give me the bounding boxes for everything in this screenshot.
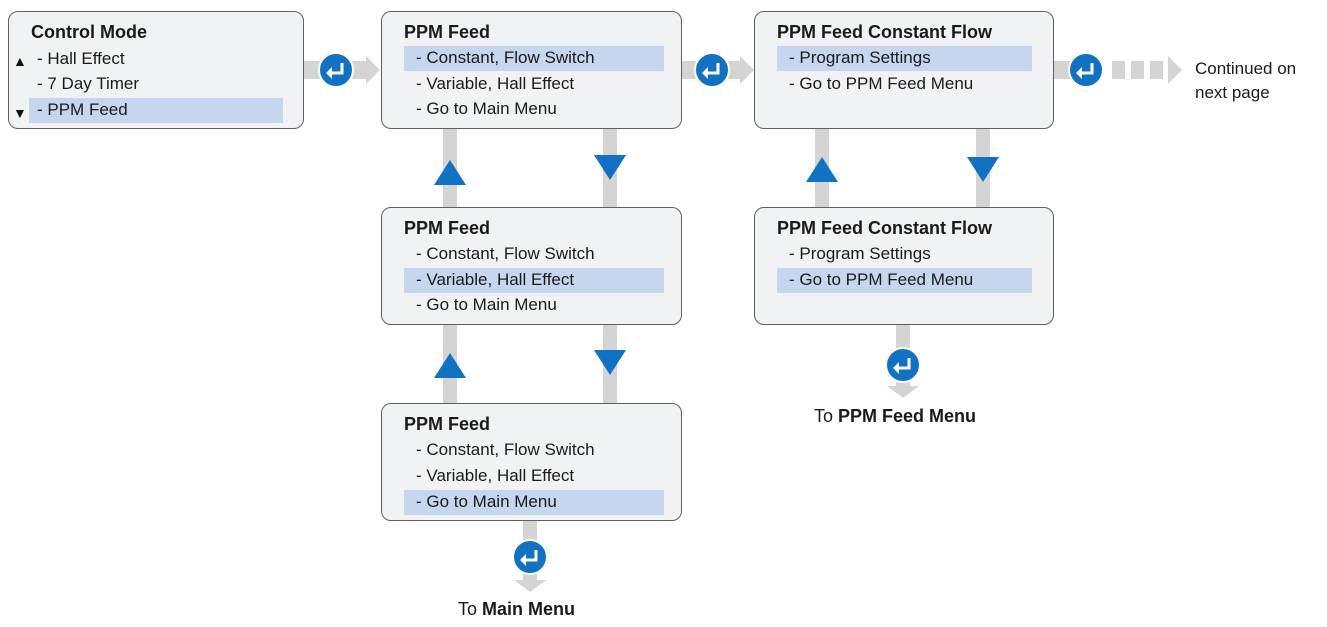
constant-flow-title: PPM Feed Constant Flow bbox=[777, 22, 993, 42]
ppm-feed-menu-main-menu-selected: PPM Feed - Constant, Flow Switch - Varia… bbox=[381, 403, 682, 521]
menu-item-hall-effect: - Hall Effect bbox=[37, 49, 125, 68]
caption-main-menu: Main Menu bbox=[482, 599, 576, 619]
selection-highlight bbox=[777, 46, 1032, 71]
ppm-feed-menu-constant-selected: PPM Feed - Constant, Flow Switch - Varia… bbox=[381, 11, 682, 129]
up-arrow-icon bbox=[806, 157, 838, 182]
ppm-feed-menu-variable-selected: PPM Feed - Constant, Flow Switch - Varia… bbox=[381, 207, 682, 325]
menu-item-ppm-feed: - PPM Feed bbox=[37, 100, 128, 119]
menu-item-program-settings: - Program Settings bbox=[789, 48, 931, 67]
menu-item-constant-flow-switch: - Constant, Flow Switch bbox=[416, 244, 595, 263]
menu-item-constant-flow-switch: - Constant, Flow Switch bbox=[416, 440, 595, 459]
menu-item-go-to-main-menu: - Go to Main Menu bbox=[416, 295, 557, 314]
down-arrow-icon bbox=[967, 157, 999, 182]
caption-to-main-menu: To Main Menu bbox=[458, 598, 575, 620]
enter-return-icon bbox=[693, 51, 731, 89]
selection-highlight bbox=[29, 98, 283, 123]
menu-item-variable-hall-effect: - Variable, Hall Effect bbox=[416, 466, 575, 485]
down-arrow-icon bbox=[594, 155, 626, 180]
menu-item-variable-hall-effect: - Variable, Hall Effect bbox=[416, 74, 575, 93]
down-arrow-icon bbox=[594, 350, 626, 375]
caption-to-label: To bbox=[814, 406, 834, 426]
selection-highlight bbox=[777, 268, 1032, 293]
enter-return-icon bbox=[884, 346, 922, 384]
caption-to-label: To bbox=[458, 599, 478, 619]
menu-item-go-to-ppm-feed-menu: - Go to PPM Feed Menu bbox=[789, 74, 974, 93]
constant-flow-menu-back-selected: PPM Feed Constant Flow - Program Setting… bbox=[754, 207, 1054, 325]
triangle-down-icon: ▼ bbox=[13, 105, 27, 121]
ppm-feed-title: PPM Feed bbox=[404, 414, 491, 434]
up-arrow-icon bbox=[434, 160, 466, 185]
ppm-feed-title: PPM Feed bbox=[404, 22, 491, 42]
menu-item-constant-flow-switch: - Constant, Flow Switch bbox=[416, 48, 595, 67]
caption-ppm-feed-menu: PPM Feed Menu bbox=[838, 406, 977, 426]
control-mode-menu: Control Mode ▲ - Hall Effect - 7 Day Tim… bbox=[8, 11, 304, 129]
menu-item-variable-hall-effect: - Variable, Hall Effect bbox=[416, 270, 575, 289]
menu-item-7-day-timer: - 7 Day Timer bbox=[37, 74, 140, 93]
ppm-feed-title: PPM Feed bbox=[404, 218, 491, 238]
selection-highlight bbox=[404, 268, 664, 293]
up-arrow-icon bbox=[434, 353, 466, 378]
menu-item-go-to-main-menu: - Go to Main Menu bbox=[416, 492, 557, 511]
continued-line-1: Continued on bbox=[1195, 59, 1297, 78]
continued-line-2: next page bbox=[1195, 83, 1270, 102]
enter-return-icon bbox=[317, 51, 355, 89]
triangle-up-icon: ▲ bbox=[13, 53, 27, 69]
constant-flow-menu-program-selected: PPM Feed Constant Flow - Program Setting… bbox=[754, 11, 1054, 129]
menu-item-go-to-ppm-feed-menu: - Go to PPM Feed Menu bbox=[789, 270, 974, 289]
constant-flow-title: PPM Feed Constant Flow bbox=[777, 218, 993, 238]
caption-to-ppm-feed-menu: To PPM Feed Menu bbox=[814, 405, 976, 427]
continued-on-next-page: Continued on next page bbox=[1195, 57, 1296, 105]
selection-highlight bbox=[404, 46, 664, 71]
enter-return-icon bbox=[511, 538, 549, 576]
control-mode-title: Control Mode bbox=[31, 22, 147, 42]
menu-item-go-to-main-menu: - Go to Main Menu bbox=[416, 99, 557, 118]
enter-return-icon bbox=[1067, 51, 1105, 89]
menu-item-program-settings: - Program Settings bbox=[789, 244, 931, 263]
selection-highlight bbox=[404, 490, 664, 515]
